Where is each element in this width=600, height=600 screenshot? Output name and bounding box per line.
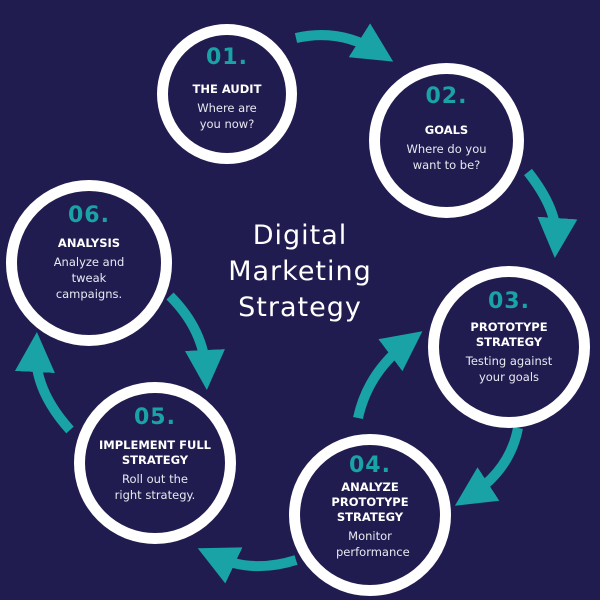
- step-05-description: Roll out the right strategy.: [114, 472, 196, 502]
- center-title-line-1: Digital: [252, 220, 348, 251]
- step-01-description: Where are you now?: [197, 101, 257, 131]
- step-06-number: 06.: [68, 203, 110, 228]
- step-05-title: IMPLEMENT FULL STRATEGY: [99, 438, 211, 467]
- arrow-06-to-05: [166, 292, 225, 390]
- step-03-number: 03.: [488, 289, 530, 314]
- step-02-description: Where do you want to be?: [406, 142, 487, 172]
- step-04-title: ANALYZE PROTOTYPE STRATEGY: [331, 480, 409, 524]
- step-03-title: PROTOTYPE STRATEGY: [470, 320, 548, 349]
- step-04-number: 04.: [349, 453, 391, 478]
- step-03-description: Testing against your goals: [465, 354, 553, 384]
- step-02-circle: 02. GOALS Where do you want to be?: [369, 63, 524, 218]
- arrow-02-to-03: [524, 168, 578, 258]
- center-title-line-2: Marketing: [228, 256, 372, 287]
- step-06-title: ANALYSIS: [57, 236, 121, 250]
- center-title-line-3: Strategy: [238, 292, 362, 323]
- arrow-04-to-03: [353, 331, 423, 420]
- arrow-01-to-02: [294, 23, 394, 62]
- step-02-title: GOALS: [424, 123, 469, 137]
- step-05-number: 05.: [134, 405, 176, 430]
- step-06-description: Analyze and tweak campaigns.: [53, 255, 125, 301]
- step-01-circle: 01. THE AUDIT Where are you now?: [157, 24, 297, 164]
- step-04-description: Monitor performance: [336, 529, 410, 559]
- arrow-04-to-05: [197, 547, 298, 584]
- center-title: Digital Marketing Strategy: [175, 218, 425, 326]
- step-06-circle: 06. ANALYSIS Analyze and tweak campaigns…: [6, 180, 172, 346]
- step-04-circle: 04. ANALYZE PROTOTYPE STRATEGY Monitor p…: [289, 434, 451, 596]
- step-05-circle: 05. IMPLEMENT FULL STRATEGY Roll out the…: [74, 382, 236, 544]
- step-03-circle: 03. PROTOTYPE STRATEGY Testing against y…: [428, 266, 590, 428]
- arrow-05-to-06: [14, 332, 74, 434]
- step-02-number: 02.: [425, 84, 468, 109]
- step-01-number: 01.: [206, 45, 248, 70]
- step-01-title: THE AUDIT: [192, 82, 262, 96]
- arrow-03-to-04: [454, 426, 523, 506]
